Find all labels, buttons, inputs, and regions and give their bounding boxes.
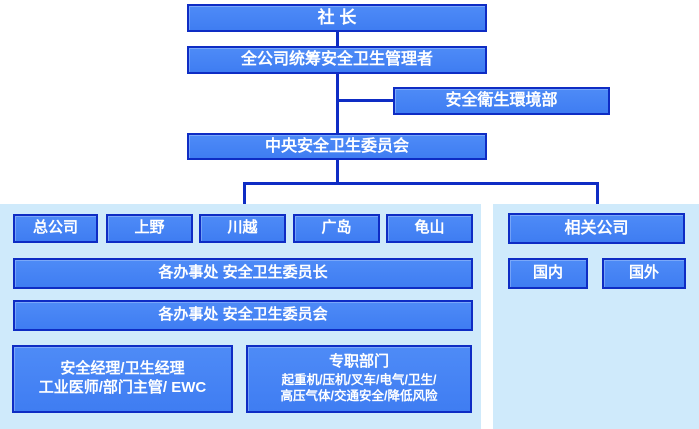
special-departments-line1: 起重机/压机/叉车/电气/卫生/ xyxy=(281,373,437,388)
company-safety-manager-box: 全公司统筹安全卫生管理者 xyxy=(187,46,487,74)
office-committee-label: 各办事处 安全卫生委员会 xyxy=(158,306,328,324)
domestic-box: 国内 xyxy=(508,258,588,289)
location-label: 川越 xyxy=(227,219,258,237)
company-safety-manager-label: 全公司统筹安全卫生管理者 xyxy=(240,51,433,68)
special-departments-line2: 高压气体/交通安全/降低风险 xyxy=(280,389,438,404)
connector-env-dept xyxy=(339,99,393,102)
managers-line1: 安全经理/卫生经理 xyxy=(60,360,185,378)
safety-env-dept-box: 安全衛生環境部 xyxy=(393,87,610,115)
central-safety-committee-label: 中央安全卫生委员会 xyxy=(264,137,409,155)
domestic-label: 国内 xyxy=(532,264,563,282)
president-box: 社 长 xyxy=(187,4,487,32)
related-companies-box: 相关公司 xyxy=(508,213,685,244)
location-box-ueno: 上野 xyxy=(106,214,193,243)
special-departments-title: 专职部门 xyxy=(328,353,389,371)
connector-manager-central xyxy=(336,74,339,133)
connector-drop-related xyxy=(596,185,599,204)
office-committee-chair-box: 各办事处 安全卫生委员长 xyxy=(13,258,473,289)
location-label: 上野 xyxy=(134,219,165,237)
location-box-headquarters: 总公司 xyxy=(13,214,98,243)
location-label: 总公司 xyxy=(32,219,78,237)
central-safety-committee-box: 中央安全卫生委员会 xyxy=(187,133,487,160)
managers-line2: 工业医师/部门主管/ EWC xyxy=(38,379,207,396)
connector-president-manager xyxy=(336,32,339,46)
location-label: 广岛 xyxy=(321,219,352,237)
connector-drop-offices xyxy=(243,185,246,204)
overseas-box: 国外 xyxy=(602,258,686,289)
office-committee-box: 各办事处 安全卫生委员会 xyxy=(13,300,473,331)
office-committee-chair-label: 各办事处 安全卫生委员长 xyxy=(158,264,328,282)
safety-env-dept-label: 安全衛生環境部 xyxy=(445,92,558,109)
location-box-hiroshima: 广岛 xyxy=(293,214,380,243)
related-companies-label: 相关公司 xyxy=(564,219,629,237)
special-departments-box: 专职部门 起重机/压机/叉车/电气/卫生/ 高压气体/交通安全/降低风险 xyxy=(246,345,472,413)
location-box-kameyama: 龟山 xyxy=(386,214,473,243)
location-box-kawagoe: 川越 xyxy=(199,214,286,243)
location-label: 龟山 xyxy=(414,219,445,237)
connector-central-branch xyxy=(336,160,339,184)
overseas-label: 国外 xyxy=(628,264,659,282)
president-label: 社 长 xyxy=(317,8,357,28)
managers-box: 安全经理/卫生经理 工业医师/部门主管/ EWC xyxy=(12,345,233,413)
connector-branch-horizontal xyxy=(243,182,599,185)
